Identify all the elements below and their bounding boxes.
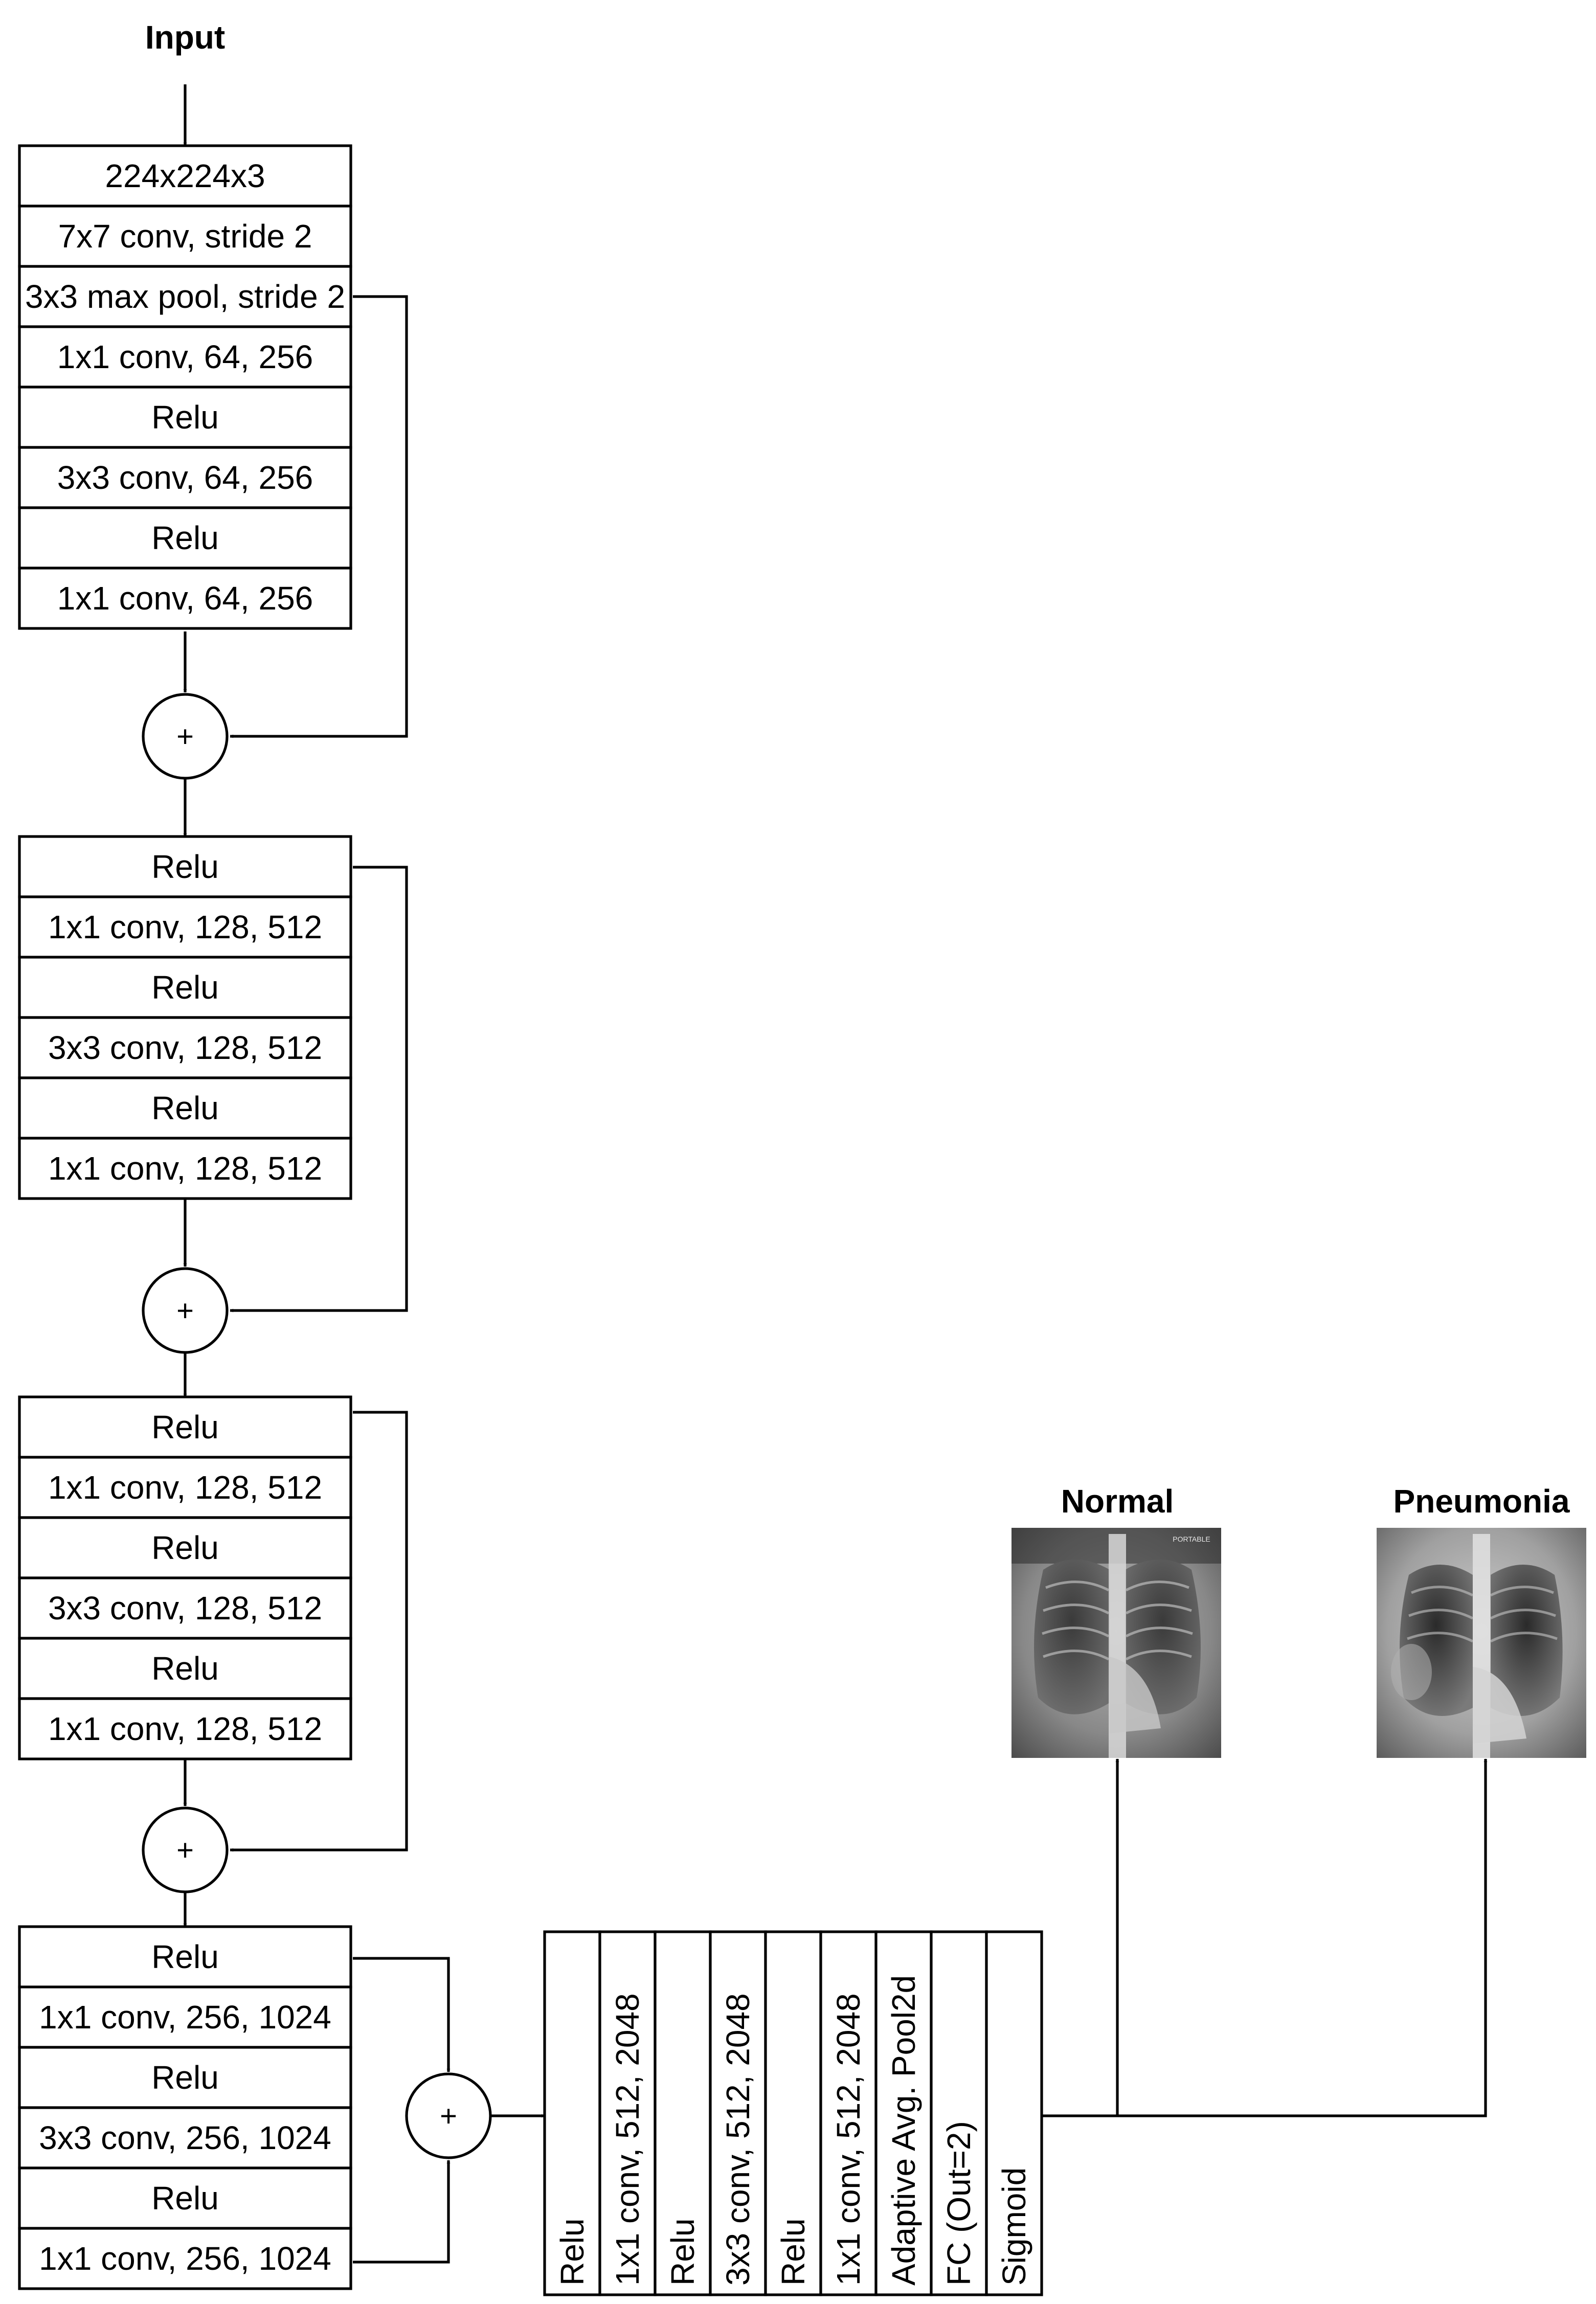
- stage1-layer-box: [18, 567, 352, 630]
- head-layer-label: Relu: [775, 2218, 812, 2286]
- head-layer-label: 3x3 conv, 512, 2048: [720, 1993, 756, 2286]
- stage4-output-arrow: [353, 2160, 451, 2264]
- stage3-layer-label: Relu: [151, 1650, 219, 1687]
- stage3-layer-box: [18, 1637, 352, 1700]
- output-label-normal: Normal: [1061, 1483, 1174, 1520]
- input-label: Input: [145, 19, 225, 56]
- stage3-layer-label: 1x1 conv, 128, 512: [48, 1469, 322, 1506]
- add-symbol: +: [440, 2099, 457, 2133]
- stage2-layer-box: [18, 895, 352, 959]
- stage3-layer-box: [18, 1576, 352, 1640]
- head-layer-box: [654, 1930, 712, 2296]
- stage1-layer-box: [18, 506, 352, 570]
- add-symbol: +: [176, 1834, 194, 1867]
- stage2-layer-label: 1x1 conv, 128, 512: [48, 1150, 322, 1187]
- head-layer-label: FC (Out=2): [940, 2121, 977, 2286]
- add-node-3: +: [142, 1806, 229, 1893]
- head-layer-box: [543, 1930, 601, 2296]
- stage1-block: 224x224x3 7x7 conv, stride 2 3x3 max pool,…: [18, 144, 352, 630]
- head-layer-label: Sigmoid: [996, 2167, 1032, 2286]
- stage2-layer-box: [18, 835, 352, 898]
- skip-connection-4: [353, 1957, 451, 2072]
- add-symbol: +: [176, 720, 194, 753]
- stage1-layer-label: 1x1 conv, 64, 256: [57, 338, 313, 375]
- output-arrow-pneumonia: [1042, 1758, 1488, 2117]
- head-layer-box: [874, 1930, 933, 2296]
- stage4-layer-label: 1x1 conv, 256, 1024: [39, 2240, 331, 2277]
- head-layer-box: [709, 1930, 767, 2296]
- stage2-layer-box: [18, 1137, 352, 1200]
- head-layer-box: [598, 1930, 657, 2296]
- skip-connection-1: [230, 295, 408, 738]
- head-layer-box: [930, 1930, 988, 2296]
- stage1-layer-label: 3x3 conv, 64, 256: [57, 459, 313, 496]
- stage1-layer-label: 7x7 conv, stride 2: [58, 218, 312, 255]
- head-layer-label: 1x1 conv, 512, 2048: [830, 1993, 867, 2286]
- skip-connection-2: [230, 866, 408, 1313]
- stage2-layer-label: 3x3 conv, 128, 512: [48, 1029, 322, 1066]
- stage1-layer-label: 224x224x3: [105, 157, 265, 194]
- stage3-layer-label: Relu: [151, 1529, 219, 1566]
- stage1-layer-box: [18, 205, 352, 268]
- add-symbol: +: [176, 1294, 194, 1327]
- stage2-layer-box: [18, 956, 352, 1019]
- stage4-layer-box: [18, 2106, 352, 2170]
- stage2-layer-label: Relu: [151, 848, 219, 885]
- stage1-layer-box: [18, 386, 352, 449]
- stage4-layer-box: [18, 2227, 352, 2290]
- add-node-2: +: [142, 1267, 229, 1354]
- stage1-layer-label: Relu: [151, 519, 219, 556]
- stage1-layer-label: 3x3 max pool, stride 2: [25, 278, 345, 315]
- stage4-layer-label: 1x1 conv, 256, 1024: [39, 1999, 331, 2036]
- chest-xray-pneumonia-image: [1377, 1528, 1586, 1758]
- stage4-layer-label: 3x3 conv, 256, 1024: [39, 2119, 331, 2156]
- head-layer-label: 1x1 conv, 512, 2048: [609, 1993, 646, 2286]
- head-layer-label: Adaptive Avg. Pool2d: [885, 1975, 922, 2286]
- stage3-layer-label: 3x3 conv, 128, 512: [48, 1590, 322, 1627]
- output-label-pneumonia: Pneumonia: [1393, 1483, 1570, 1520]
- xray-thumbnail-text: PORTABLE: [1173, 1535, 1210, 1543]
- skip-connection-3: [230, 1411, 408, 1852]
- stage3-layer-label: 1x1 conv, 128, 512: [48, 1710, 322, 1747]
- stage4-layer-label: Relu: [151, 2059, 219, 2096]
- head-layer-label: Relu: [664, 2218, 701, 2286]
- stage3-layer-box: [18, 1395, 352, 1459]
- stage1-layer-label: 1x1 conv, 64, 256: [57, 580, 313, 617]
- stage3-layer-box: [18, 1697, 352, 1760]
- stage3-layer-label: Relu: [151, 1409, 219, 1445]
- add-node-4: +: [405, 2072, 492, 2159]
- stage1-layer-box: [18, 446, 352, 509]
- head-layer-box: [985, 1930, 1043, 2296]
- stage1-layer-label: Relu: [151, 399, 219, 436]
- stage2-layer-label: 1x1 conv, 128, 512: [48, 909, 322, 945]
- stage2-layer-label: Relu: [151, 969, 219, 1006]
- stage2-layer-box: [18, 1016, 352, 1079]
- head-layer-box: [819, 1930, 878, 2296]
- add-node-1: +: [142, 693, 229, 780]
- chest-xray-normal-image: PORTABLE: [1011, 1528, 1221, 1758]
- stage4-layer-label: Relu: [151, 1938, 219, 1975]
- stage4-layer-box: [18, 2166, 352, 2230]
- stage2-layer-box: [18, 1076, 352, 1140]
- stage2-layer-label: Relu: [151, 1090, 219, 1126]
- head-layer-label: Relu: [554, 2218, 591, 2286]
- stage4-layer-label: Relu: [151, 2180, 219, 2217]
